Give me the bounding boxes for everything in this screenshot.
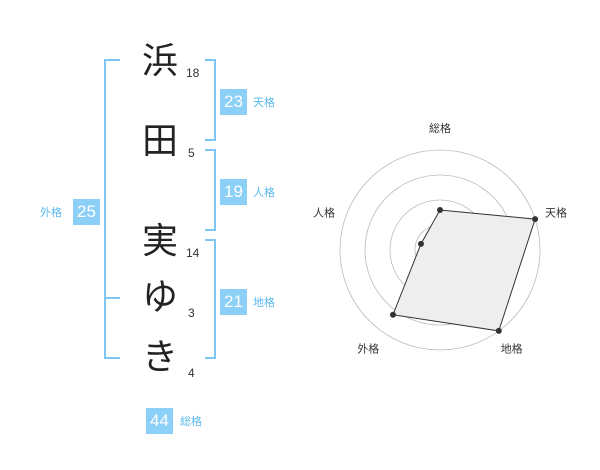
chikaku-value: 21 <box>220 289 247 315</box>
radar-chart: 総格 天格 地格 外格 人格 <box>313 121 567 356</box>
radar-ring <box>339 149 541 351</box>
stroke-count-5: 4 <box>188 366 195 380</box>
tenkaku-label: 天格 <box>253 96 275 109</box>
stroke-count-4: 3 <box>188 306 195 320</box>
radar-point <box>437 207 443 213</box>
gaikaku-value: 25 <box>73 199 100 225</box>
stroke-count-2: 5 <box>188 146 195 160</box>
name-char-3: 実 <box>141 221 178 262</box>
name-char-4: ゆ <box>141 277 178 318</box>
stroke-count-1: 18 <box>186 66 200 80</box>
radar-points <box>389 207 539 334</box>
axis-label-soukaku: 総格 <box>429 121 451 135</box>
radar-point <box>532 216 539 223</box>
name-char-5: き <box>141 337 178 378</box>
radar-point <box>495 327 502 334</box>
stroke-count-3: 14 <box>186 246 200 260</box>
radar-point <box>389 311 396 318</box>
tenkaku-bracket <box>205 59 216 141</box>
jinkaku-label: 人格 <box>253 186 275 199</box>
gaikaku-label: 外格 <box>40 206 62 219</box>
axis-label-gaikaku: 外格 <box>357 342 379 356</box>
soukaku-value: 44 <box>146 408 173 434</box>
chikaku-bracket <box>205 239 216 359</box>
axis-label-jinkaku: 人格 <box>313 205 335 219</box>
jinkaku-value: 19 <box>220 179 247 205</box>
radar-point <box>417 240 424 247</box>
axis-label-tenkaku: 天格 <box>545 205 567 219</box>
name-char-1: 浜 <box>141 41 178 82</box>
gaikaku-bracket <box>104 59 120 359</box>
soukaku-label: 総格 <box>180 415 202 428</box>
radar-shape <box>392 209 536 332</box>
jinkaku-bracket <box>205 149 216 231</box>
chikaku-label: 地格 <box>253 296 275 309</box>
name-char-2: 田 <box>141 121 178 162</box>
axis-label-chikaku: 地格 <box>501 342 523 356</box>
tenkaku-value: 23 <box>220 89 247 115</box>
